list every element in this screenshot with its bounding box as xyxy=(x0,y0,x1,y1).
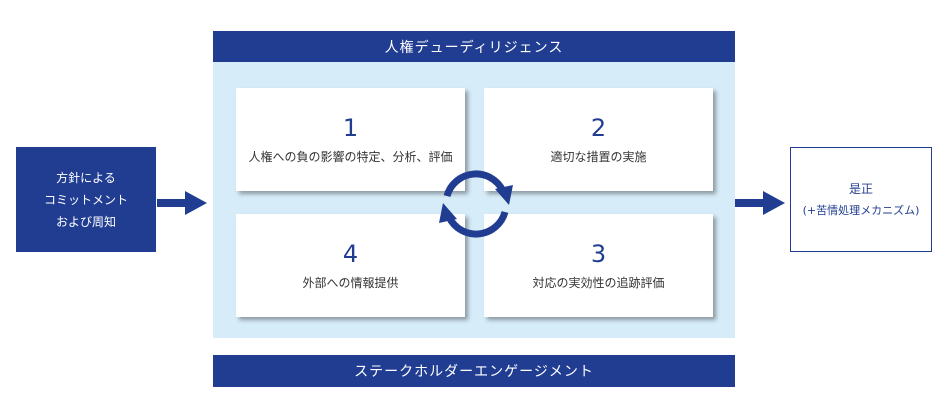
step-number: 4 xyxy=(342,240,359,268)
step-number: 1 xyxy=(342,114,359,142)
step-label: 外部への情報提供 xyxy=(302,276,399,290)
step-number: 3 xyxy=(590,240,607,268)
box-line: 方針による xyxy=(56,170,116,185)
remedy-box: 是正 (+苦情処理メカニズム) xyxy=(790,147,932,252)
box-line: 是正 xyxy=(848,181,873,196)
box-line: コミットメント xyxy=(43,192,128,207)
step-label: 人権への負の影響の特定、分析、評価 xyxy=(248,150,453,164)
arrow-right-icon xyxy=(735,191,785,215)
stakeholder-bar: ステークホルダーエンゲージメント xyxy=(213,355,735,387)
step-number: 2 xyxy=(590,114,607,142)
step-card-2: 2 適切な措置の実施 xyxy=(484,88,713,191)
cycle-arrows-icon xyxy=(439,170,513,238)
hrdd-title: 人権デューディリジェンス xyxy=(384,39,564,56)
step-label: 適切な措置の実施 xyxy=(550,150,647,164)
step-card-4: 4 外部への情報提供 xyxy=(236,214,465,317)
box-line: (+苦情処理メカニズム) xyxy=(802,203,920,217)
hrdd-title-bar: 人権デューディリジェンス xyxy=(213,31,735,62)
box-line: および周知 xyxy=(55,214,116,229)
step-label: 対応の実効性の追跡評価 xyxy=(532,276,665,290)
policy-commitment-box: 方針による コミットメント および周知 xyxy=(16,147,156,252)
step-card-1: 1 人権への負の影響の特定、分析、評価 xyxy=(236,88,465,191)
stakeholder-title: ステークホルダーエンゲージメント xyxy=(354,364,594,380)
arrow-right-icon xyxy=(157,191,207,215)
step-card-3: 3 対応の実効性の追跡評価 xyxy=(484,214,713,317)
